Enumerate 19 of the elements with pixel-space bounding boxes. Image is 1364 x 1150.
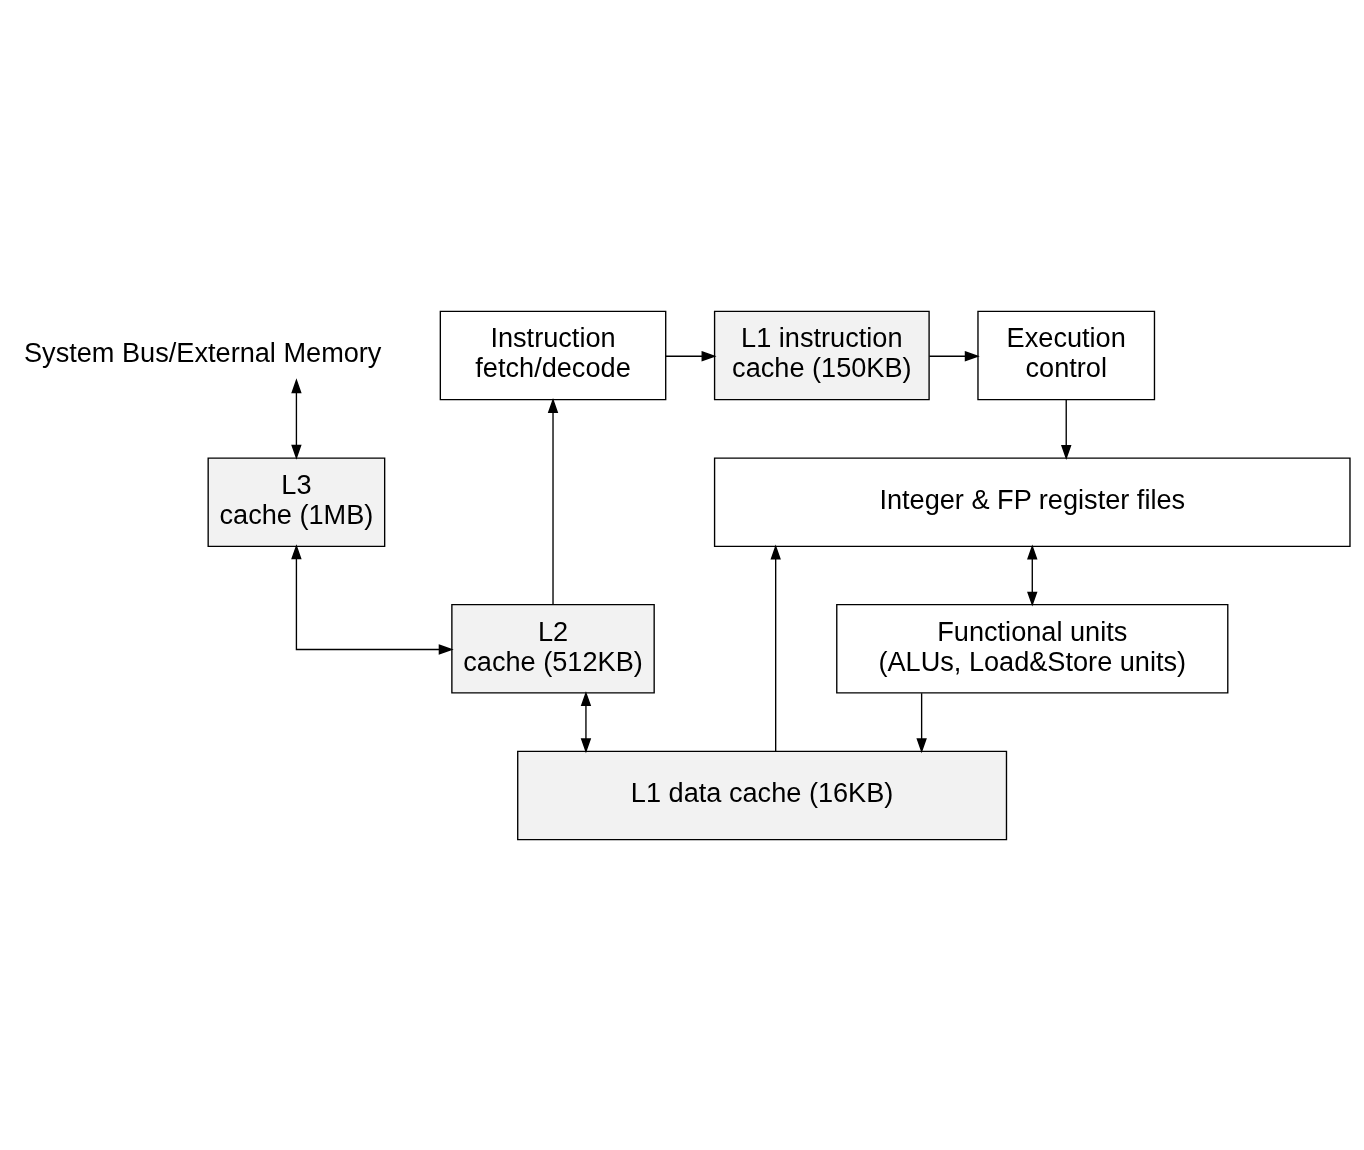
node-box: Execution control [977,310,1156,400]
node-box: L3 cache (1MB) [207,456,386,547]
node-box: L2 cache (512KB) [451,603,655,694]
arrow [928,350,980,361]
node-box: Integer & FP register files [713,456,1351,547]
arrow [916,692,927,753]
arrow [665,350,717,361]
node-text: System Bus/External Memory [24,336,382,368]
arrow [770,544,781,752]
arrow [291,543,454,655]
node-box: Functional units (ALUs, Load&Store units) [836,603,1229,694]
arrow [291,377,302,460]
arrow [547,397,559,605]
arrow [1027,544,1038,607]
node-box: L1 data cache (16KB) [517,750,1008,840]
arrow [580,690,592,753]
node-box: L1 instruction cache (150KB) [713,310,930,400]
node-box: Instruction fetch/decode [439,310,667,400]
arrow [1061,398,1072,460]
